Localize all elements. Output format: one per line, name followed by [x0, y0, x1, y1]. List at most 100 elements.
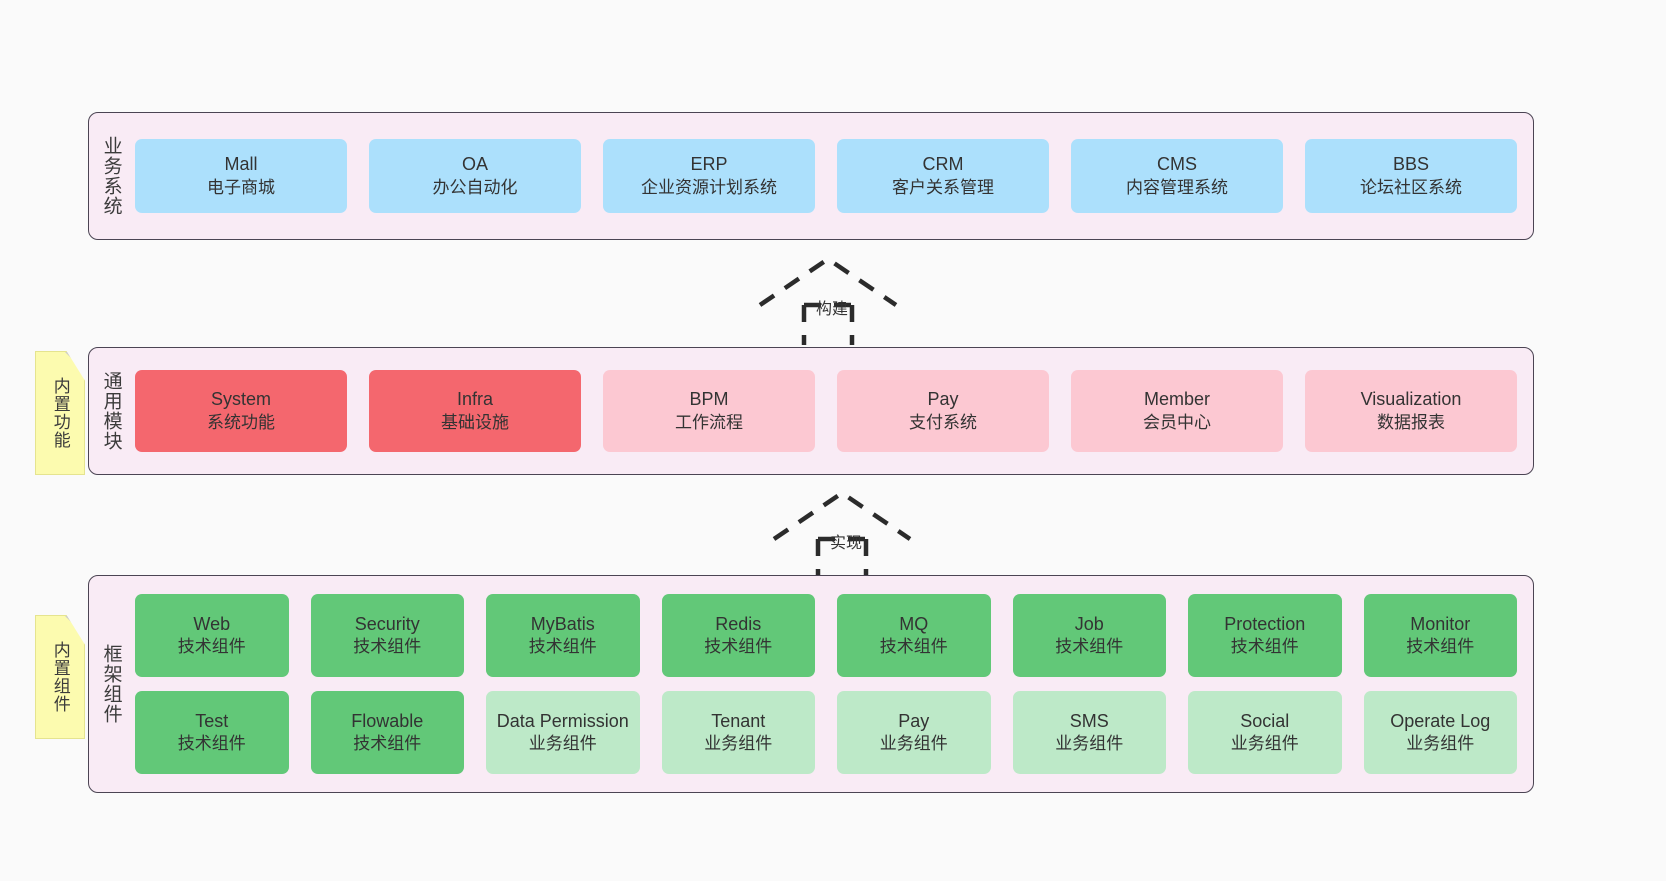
card-subtitle: 内容管理系统 — [1126, 177, 1228, 197]
framework-biz-row: Test 技术组件 Flowable 技术组件 Data Permission … — [135, 691, 1517, 774]
note-builtin-features: 内置功能 — [35, 351, 85, 475]
layer-body-business: Mall 电子商城 OA 办公自动化 ERP 企业资源计划系统 CRM 客户关系… — [133, 113, 1533, 239]
layer-title-business: 业务系统 — [100, 136, 122, 216]
layer-body-framework: Web 技术组件 Security 技术组件 MyBatis 技术组件 Redi… — [133, 576, 1533, 792]
card-redis[interactable]: Redis 技术组件 — [661, 594, 815, 677]
card-title: Job — [1074, 613, 1104, 634]
card-subtitle: 技术组件 — [528, 637, 597, 657]
card-member[interactable]: Member 会员中心 — [1071, 370, 1283, 452]
card-visualization[interactable]: Visualization 数据报表 — [1305, 370, 1517, 452]
layer-title-common: 通用模块 — [100, 371, 122, 451]
card-bbs[interactable]: BBS 论坛社区系统 — [1305, 139, 1517, 213]
card-title: OA — [461, 154, 488, 175]
card-subtitle: 电子商城 — [207, 177, 275, 197]
card-title: Monitor — [1410, 613, 1471, 634]
card-title: BBS — [1392, 154, 1430, 175]
card-subtitle: 工作流程 — [675, 412, 743, 432]
card-subtitle: 基础设施 — [441, 412, 509, 432]
card-subtitle: 业务组件 — [704, 734, 773, 754]
card-title: MQ — [899, 613, 929, 634]
card-system[interactable]: System 系统功能 — [135, 370, 347, 452]
card-title: CMS — [1157, 154, 1197, 175]
card-mall[interactable]: Mall 电子商城 — [135, 139, 347, 213]
card-title: ERP — [690, 154, 728, 175]
common-card-row: System 系统功能 Infra 基础设施 BPM 工作流程 Pay 支付系统… — [135, 370, 1517, 452]
card-subtitle: 企业资源计划系统 — [641, 177, 777, 197]
card-subtitle: 技术组件 — [177, 734, 246, 754]
note-fold-icon — [65, 616, 84, 635]
card-test[interactable]: Test 技术组件 — [135, 691, 289, 774]
card-tenant[interactable]: Tenant 业务组件 — [661, 691, 815, 774]
card-subtitle: 支付系统 — [909, 412, 977, 432]
card-flowable[interactable]: Flowable 技术组件 — [310, 691, 464, 774]
card-subtitle: 业务组件 — [1230, 734, 1299, 754]
card-mq[interactable]: MQ 技术组件 — [837, 594, 991, 677]
card-erp[interactable]: ERP 企业资源计划系统 — [603, 139, 815, 213]
note-label: 内置组件 — [50, 641, 70, 713]
card-data-permission[interactable]: Data Permission 业务组件 — [486, 691, 640, 774]
card-title: Member — [1143, 389, 1210, 410]
card-title: Tenant — [711, 710, 766, 731]
card-bpm[interactable]: BPM 工作流程 — [603, 370, 815, 452]
card-monitor[interactable]: Monitor 技术组件 — [1363, 594, 1517, 677]
layer-title-framework: 框架组件 — [100, 644, 122, 724]
generalization-arrow-icon — [772, 490, 912, 579]
card-subtitle: 技术组件 — [177, 637, 246, 657]
card-title: Operate Log — [1390, 710, 1491, 731]
card-subtitle: 客户关系管理 — [892, 177, 994, 197]
card-title: Social — [1240, 710, 1290, 731]
card-social[interactable]: Social 业务组件 — [1188, 691, 1342, 774]
card-subtitle: 办公自动化 — [432, 177, 518, 197]
card-title: Mall — [224, 154, 258, 175]
card-title: SMS — [1069, 710, 1109, 731]
card-title: Flowable — [351, 710, 424, 731]
card-pay-component[interactable]: Pay 业务组件 — [837, 691, 991, 774]
card-subtitle: 业务组件 — [1055, 734, 1124, 754]
card-subtitle: 业务组件 — [528, 734, 597, 754]
card-web[interactable]: Web 技术组件 — [135, 594, 289, 677]
card-title: BPM — [689, 389, 729, 410]
card-security[interactable]: Security 技术组件 — [310, 594, 464, 677]
arrow-implement-label: 实现 — [830, 535, 863, 552]
card-subtitle: 技术组件 — [1406, 637, 1475, 657]
card-pay-module[interactable]: Pay 支付系统 — [837, 370, 1049, 452]
card-subtitle: 技术组件 — [353, 637, 422, 657]
card-title: Visualization — [1360, 389, 1462, 410]
arrow-implement: 实现 — [770, 489, 922, 579]
card-title: CRM — [922, 154, 964, 175]
card-title: Redis — [715, 613, 762, 634]
card-subtitle: 技术组件 — [1230, 637, 1299, 657]
card-subtitle: 数据报表 — [1377, 412, 1445, 432]
card-subtitle: 技术组件 — [879, 637, 948, 657]
card-protection[interactable]: Protection 技术组件 — [1188, 594, 1342, 677]
card-subtitle: 会员中心 — [1143, 412, 1211, 432]
note-builtin-components: 内置组件 — [35, 615, 85, 739]
card-mybatis[interactable]: MyBatis 技术组件 — [486, 594, 640, 677]
arrow-build: 构建 — [756, 255, 908, 345]
card-title: Data Permission — [496, 710, 629, 731]
generalization-arrow-icon — [758, 256, 898, 345]
card-subtitle: 论坛社区系统 — [1360, 177, 1462, 197]
note-fold-icon — [65, 352, 84, 371]
layer-common-modules: 通用模块 System 系统功能 Infra 基础设施 BPM 工作流程 Pay… — [88, 347, 1534, 475]
card-subtitle: 业务组件 — [1406, 734, 1475, 754]
card-title: MyBatis — [530, 613, 595, 634]
card-title: Pay — [927, 389, 959, 410]
layer-framework-components: 框架组件 Web 技术组件 Security 技术组件 MyBatis 技术组件… — [88, 575, 1534, 793]
card-title: System — [210, 389, 271, 410]
card-title: Test — [195, 710, 229, 731]
card-job[interactable]: Job 技术组件 — [1012, 594, 1166, 677]
card-infra[interactable]: Infra 基础设施 — [369, 370, 581, 452]
card-subtitle: 技术组件 — [1055, 637, 1124, 657]
card-sms[interactable]: SMS 业务组件 — [1012, 691, 1166, 774]
card-title: Pay — [898, 710, 930, 731]
card-subtitle: 技术组件 — [353, 734, 422, 754]
card-operate-log[interactable]: Operate Log 业务组件 — [1363, 691, 1517, 774]
layer-body-common: System 系统功能 Infra 基础设施 BPM 工作流程 Pay 支付系统… — [133, 348, 1533, 474]
card-cms[interactable]: CMS 内容管理系统 — [1071, 139, 1283, 213]
card-crm[interactable]: CRM 客户关系管理 — [837, 139, 1049, 213]
card-subtitle: 技术组件 — [704, 637, 773, 657]
card-oa[interactable]: OA 办公自动化 — [369, 139, 581, 213]
layer-business-systems: 业务系统 Mall 电子商城 OA 办公自动化 ERP 企业资源计划系统 CRM… — [88, 112, 1534, 240]
